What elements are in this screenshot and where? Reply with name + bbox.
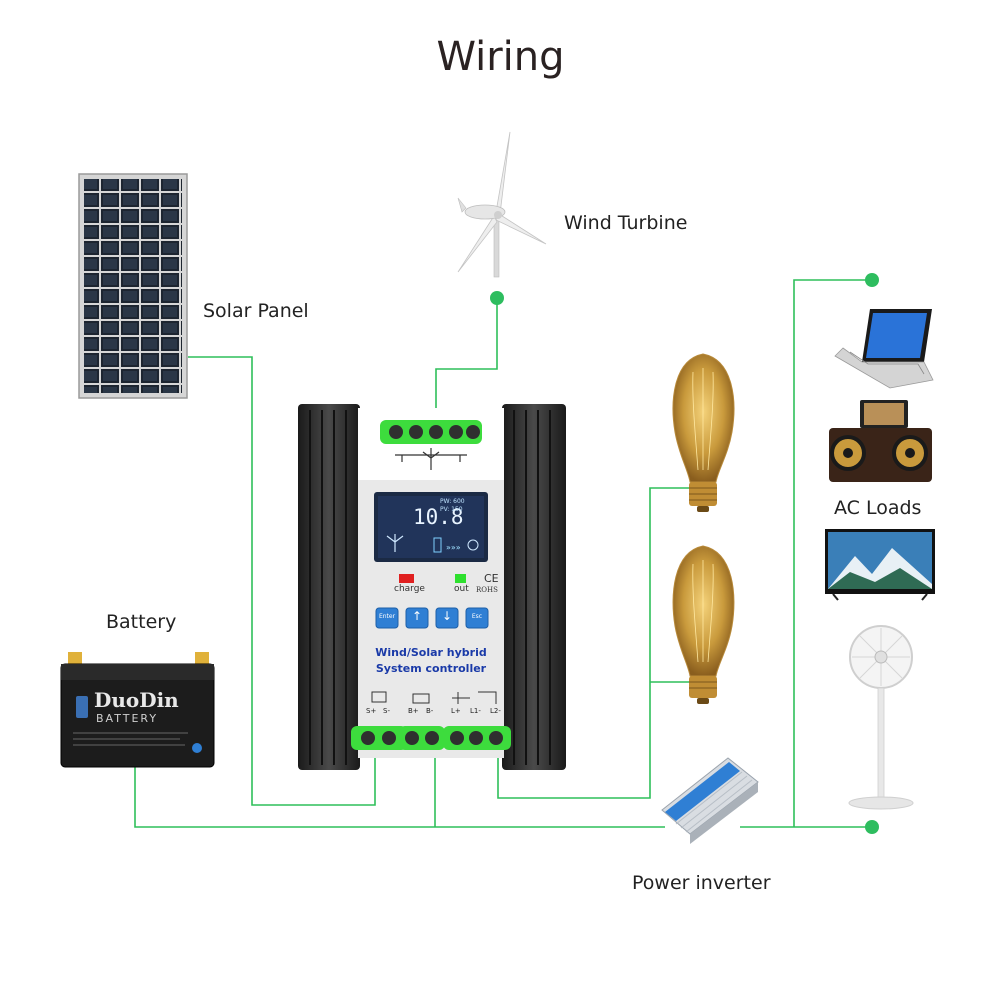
node-ac-top [865, 273, 879, 287]
solar-panel-label: Solar Panel [203, 300, 309, 322]
terminal-l-plus: L+ [451, 707, 461, 715]
tv-icon [825, 529, 935, 601]
ce-mark: CE [484, 572, 499, 585]
enter-button: Enter [378, 613, 396, 620]
terminal-b-plus: B+ [408, 707, 419, 715]
controller-name-line1: Wind/Solar hybrid [375, 646, 487, 659]
svg-text:»»»: »»» [446, 543, 461, 552]
speaker-icon [829, 400, 932, 482]
terminal-s-plus: S+ [366, 707, 377, 715]
terminal-l1-minus: L1- [470, 707, 481, 715]
bulb-icon [672, 353, 735, 512]
battery-brand: DuoDin [94, 688, 179, 712]
charge-label: charge [394, 584, 425, 594]
inverter-icon [661, 757, 759, 844]
node-ac-bottom [865, 820, 879, 834]
up-button: ↑ [411, 609, 423, 623]
controller-name-line2: System controller [375, 662, 487, 675]
terminal-b-minus: B- [426, 707, 434, 715]
terminal-l2-minus: L2- [490, 707, 501, 715]
solar-panel-icon [78, 173, 188, 399]
load-wire [497, 487, 690, 799]
terminal-s-minus: S- [383, 707, 390, 715]
fan-icon [848, 625, 914, 810]
solar-wire [188, 356, 376, 806]
esc-button: Esc [471, 613, 483, 620]
battery-icon [60, 652, 215, 768]
node-wind [490, 291, 504, 305]
battery-wire [134, 755, 665, 828]
laptop-icon [834, 309, 934, 389]
battery-label: Battery [106, 611, 177, 633]
wind-wire [435, 298, 498, 412]
bulb-icon-2 [672, 545, 735, 704]
diagram-title: Wiring [436, 34, 565, 80]
ac-bus-wire [793, 279, 872, 827]
wind-turbine-icon [457, 131, 547, 278]
lcd-small-2: PV: 150 [440, 506, 463, 513]
battery-sub: BATTERY [96, 712, 159, 725]
lcd-small-1: PW: 600 [440, 498, 465, 505]
wires [134, 279, 872, 828]
lcd-value: 10.8 [413, 505, 464, 529]
out-label: out [454, 584, 469, 594]
ac-loads-label: AC Loads [834, 497, 922, 519]
controller-icon: »»» [298, 404, 566, 770]
down-button: ↓ [441, 609, 453, 623]
power-inverter-label: Power inverter [632, 872, 771, 894]
wind-turbine-label: Wind Turbine [564, 212, 688, 234]
rohs-mark: ROHS [476, 586, 498, 594]
